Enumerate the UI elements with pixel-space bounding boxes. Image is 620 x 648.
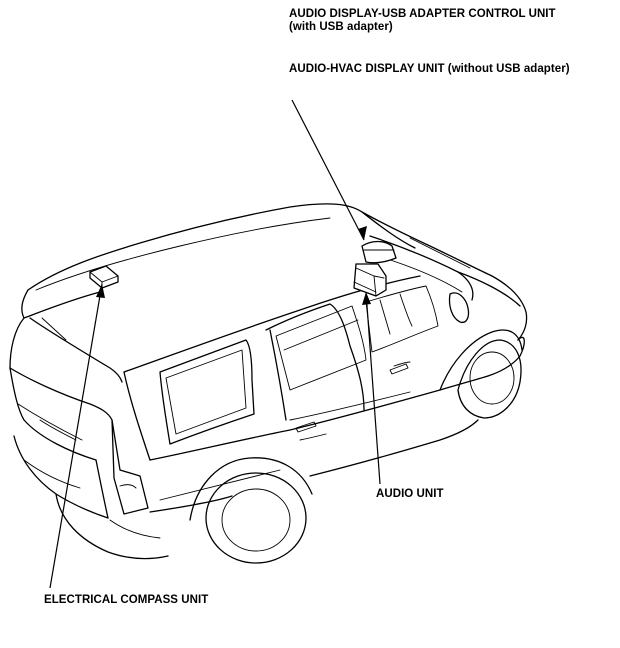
- leader-audio: [365, 291, 381, 485]
- compass-unit-label: ELECTRICAL COMPASS UNIT: [44, 594, 209, 606]
- leader-compass: [49, 283, 103, 589]
- audio-unit: [353, 263, 387, 297]
- leader-lines: [49, 99, 381, 589]
- audio-unit-label: AUDIO UNIT: [376, 488, 444, 500]
- arrow-compass: [96, 284, 105, 298]
- hvac-display-label: AUDIO-HVAC DISPLAY UNIT (without USB ada…: [289, 63, 570, 75]
- display-usb-adapter-label: AUDIO DISPLAY-USB ADAPTER CONTROL UNIT (…: [289, 8, 556, 34]
- vehicle-outline: [9, 203, 528, 564]
- display-usb-adapter-label-line1: AUDIO DISPLAY-USB ADAPTER CONTROL UNIT: [289, 8, 556, 20]
- arrow-display: [358, 226, 367, 240]
- display-usb-adapter-label-line2: (with USB adapter): [289, 21, 393, 33]
- display-unit: [361, 240, 397, 264]
- arrow-audio: [362, 292, 371, 305]
- leader-display: [291, 99, 365, 241]
